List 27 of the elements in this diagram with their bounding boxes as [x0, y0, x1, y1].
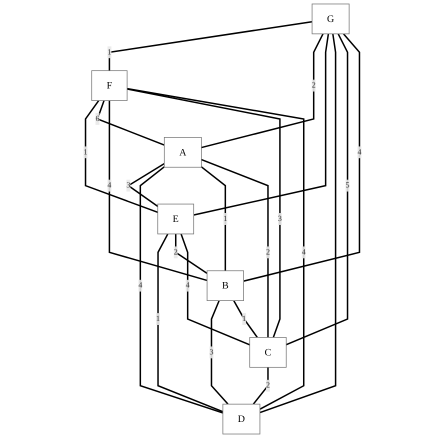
node-box: E — [157, 204, 194, 234]
node-box: F — [91, 70, 128, 101]
node-box: C — [249, 337, 287, 368]
connector — [126, 88, 304, 410]
connector — [96, 100, 165, 146]
connector — [108, 20, 312, 71]
connector — [174, 234, 208, 274]
connector — [201, 34, 324, 148]
connector — [200, 166, 226, 271]
connector — [233, 300, 258, 338]
connector — [180, 234, 250, 346]
node-box: A — [164, 137, 202, 168]
connector — [140, 166, 224, 414]
connector — [243, 33, 360, 282]
connector — [201, 158, 269, 338]
node-box: G — [312, 4, 350, 34]
connector — [252, 367, 269, 405]
connector — [84, 100, 158, 214]
node-box: B — [206, 270, 244, 301]
connector — [108, 100, 208, 282]
connector — [210, 300, 229, 405]
node-box: D — [222, 404, 260, 434]
connector — [126, 88, 281, 338]
connector — [157, 234, 224, 412]
connector — [260, 34, 336, 414]
connector — [286, 34, 348, 346]
connector — [194, 34, 330, 216]
